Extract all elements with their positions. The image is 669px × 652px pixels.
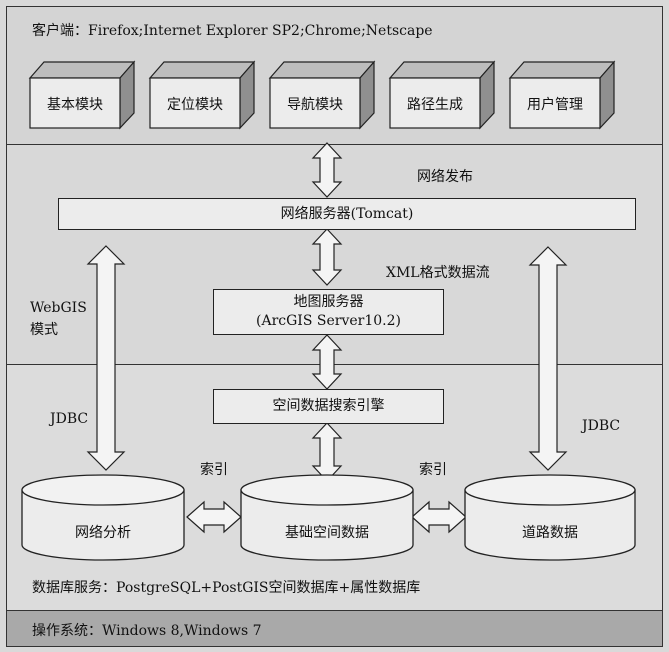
os-layer	[6, 610, 663, 647]
module-label-user: 用户管理	[527, 97, 583, 113]
client-label: 客户端：Firefox;Internet Explorer SP2;Chrome…	[32, 23, 433, 39]
db-cylinder-road	[464, 474, 636, 561]
module-label-navigation: 导航模块	[287, 97, 343, 113]
os-label: 操作系统：Windows 8,Windows 7	[32, 623, 262, 639]
search-engine-box: 空间数据搜索引擎	[213, 389, 444, 424]
search-engine-label: 空间数据搜索引擎	[272, 398, 385, 415]
db-cylinder-base	[240, 474, 414, 561]
db-base-label: 基础空间数据	[285, 525, 369, 541]
arrow-map-search	[311, 334, 343, 390]
module-label-basic: 基本模块	[47, 97, 103, 113]
index-left-label: 索引	[200, 462, 228, 478]
db-service-label: 数据库服务：PostgreSQL+PostGIS空间数据库+属性数据库	[32, 580, 421, 596]
arrow-web-map	[311, 228, 343, 286]
arrow-search-base	[311, 422, 343, 482]
module-label-route: 路径生成	[407, 97, 463, 113]
web-server-label: 网络服务器(Tomcat)	[280, 205, 414, 222]
db-cylinder-network	[21, 474, 185, 561]
module-box-basic	[28, 60, 136, 130]
divider-client	[6, 144, 663, 145]
map-server-box: 地图服务器 (ArcGIS Server10.2)	[213, 289, 444, 335]
module-box-user	[508, 60, 616, 130]
db-network-label: 网络分析	[75, 525, 131, 541]
arrow-jdbc-left	[86, 245, 126, 471]
webgis-mode-label: 模式	[30, 322, 58, 338]
network-publish-label: 网络发布	[417, 169, 473, 185]
arrow-client-web	[311, 142, 343, 198]
arrow-jdbc-right	[528, 246, 568, 471]
map-server-version: (ArcGIS Server10.2)	[256, 313, 401, 329]
module-box-positioning	[148, 60, 256, 130]
module-box-route	[388, 60, 496, 130]
db-road-label: 道路数据	[522, 525, 578, 541]
module-box-navigation	[268, 60, 376, 130]
web-server-box: 网络服务器(Tomcat)	[58, 198, 636, 230]
jdbc-left-label: JDBC	[50, 411, 89, 427]
outer-frame	[6, 6, 663, 647]
module-boxes-3d	[28, 60, 616, 130]
arrow-base-road	[411, 500, 467, 534]
webgis-label: WebGIS	[30, 300, 87, 316]
map-server-label: 地图服务器	[293, 294, 364, 311]
index-right-label: 索引	[419, 462, 447, 478]
module-label-positioning: 定位模块	[167, 97, 223, 113]
xml-stream-label: XML格式数据流	[386, 265, 490, 281]
divider-os	[6, 610, 663, 611]
jdbc-right-label: JDBC	[582, 418, 621, 434]
arrow-network-base	[186, 500, 242, 534]
